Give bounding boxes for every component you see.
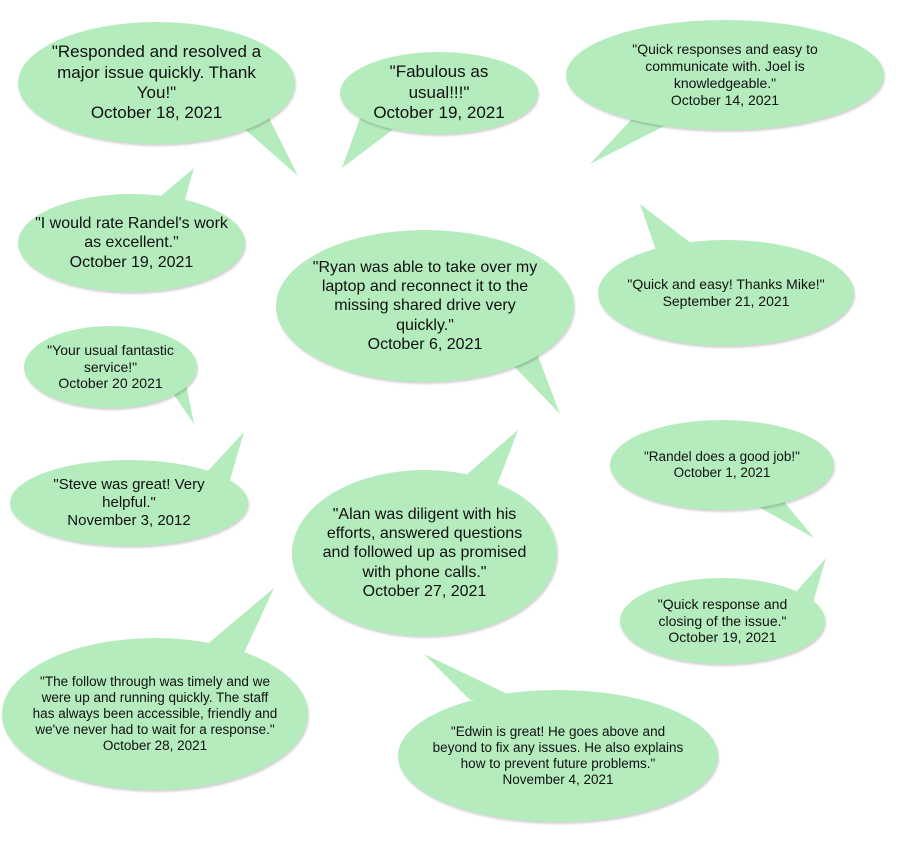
testimonial-date: October 1, 2021 (673, 465, 771, 480)
testimonial-quote: "Quick and easy! Thanks Mike!" (627, 276, 825, 293)
testimonial-bubble: "Alan was diligent with his efforts, ans… (292, 470, 557, 636)
bubble-tail-13 (424, 654, 512, 700)
bubble-tail-2 (342, 118, 395, 168)
testimonial-bubble: "Edwin is great! He goes above and beyon… (398, 690, 718, 822)
testimonial-bubble: "I would rate Randel's work as excellent… (18, 194, 245, 292)
bubble-tail-7 (172, 384, 194, 424)
testimonial-quote: "I would rate Randel's work as excellent… (35, 215, 228, 252)
testimonial-quote: "Alan was diligent with his efforts, ans… (322, 506, 527, 581)
testimonial-date: November 3, 2012 (67, 512, 191, 529)
testimonial-date: October 28, 2021 (102, 738, 208, 754)
testimonial-bubble: "Steve was great! Very helpful." Novembe… (10, 460, 248, 546)
testimonial-quote: "The follow through was timely and we we… (32, 673, 278, 738)
testimonial-quote: "Quick responses and easy to communicate… (632, 41, 818, 91)
testimonial-quote: "Your usual fantastic service!" (47, 341, 174, 375)
testimonial-bubble: "Quick responses and easy to communicate… (566, 20, 884, 130)
testimonial-quote: "Steve was great! Very helpful." (53, 476, 205, 511)
testimonial-bubble: "The follow through was timely and we we… (2, 638, 308, 790)
testimonial-date: October 18, 2021 (90, 103, 223, 123)
testimonial-bubble: "Quick and easy! Thanks Mike!" September… (598, 240, 854, 346)
testimonial-quote: "Fabulous as usual!!!" (389, 62, 489, 102)
testimonial-date: October 27, 2021 (362, 582, 487, 600)
testimonial-date: October 19, 2021 (69, 253, 194, 271)
testimonial-date: October 14, 2021 (670, 91, 780, 108)
testimonial-bubble: "Ryan was able to take over my laptop an… (276, 230, 574, 382)
testimonial-bubble: "Your usual fantastic service!" October … (24, 326, 197, 408)
testimonial-bubble: "Responded and resolved a major issue qu… (18, 22, 295, 144)
testimonial-date: October 6, 2021 (367, 335, 483, 353)
testimonial-quote: "Responded and resolved a major issue qu… (51, 42, 262, 102)
bubble-tail-10 (458, 430, 518, 488)
testimonial-quote: "Randel does a good job!" (644, 448, 800, 464)
testimonial-date: November 4, 2021 (502, 772, 614, 788)
testimonial-date: October 19, 2021 (373, 103, 505, 123)
testimonial-bubble: "Quick response and closing of the issue… (620, 578, 825, 664)
testimonial-quote: "Ryan was able to take over my laptop an… (312, 259, 538, 334)
testimonial-bubble: "Fabulous as usual!!!" October 19, 2021 (340, 52, 538, 134)
testimonial-date: October 19, 2021 (668, 629, 777, 646)
testimonial-quote: "Quick response and closing of the issue… (657, 595, 788, 629)
testimonial-date: September 21, 2021 (662, 293, 790, 309)
bubble-tail-8 (205, 432, 244, 480)
testimonial-date: October 20 2021 (58, 375, 163, 392)
testimonial-bubble: "Randel does a good job!" October 1, 202… (610, 420, 834, 510)
testimonial-quote: "Edwin is great! He goes above and beyon… (432, 723, 684, 771)
